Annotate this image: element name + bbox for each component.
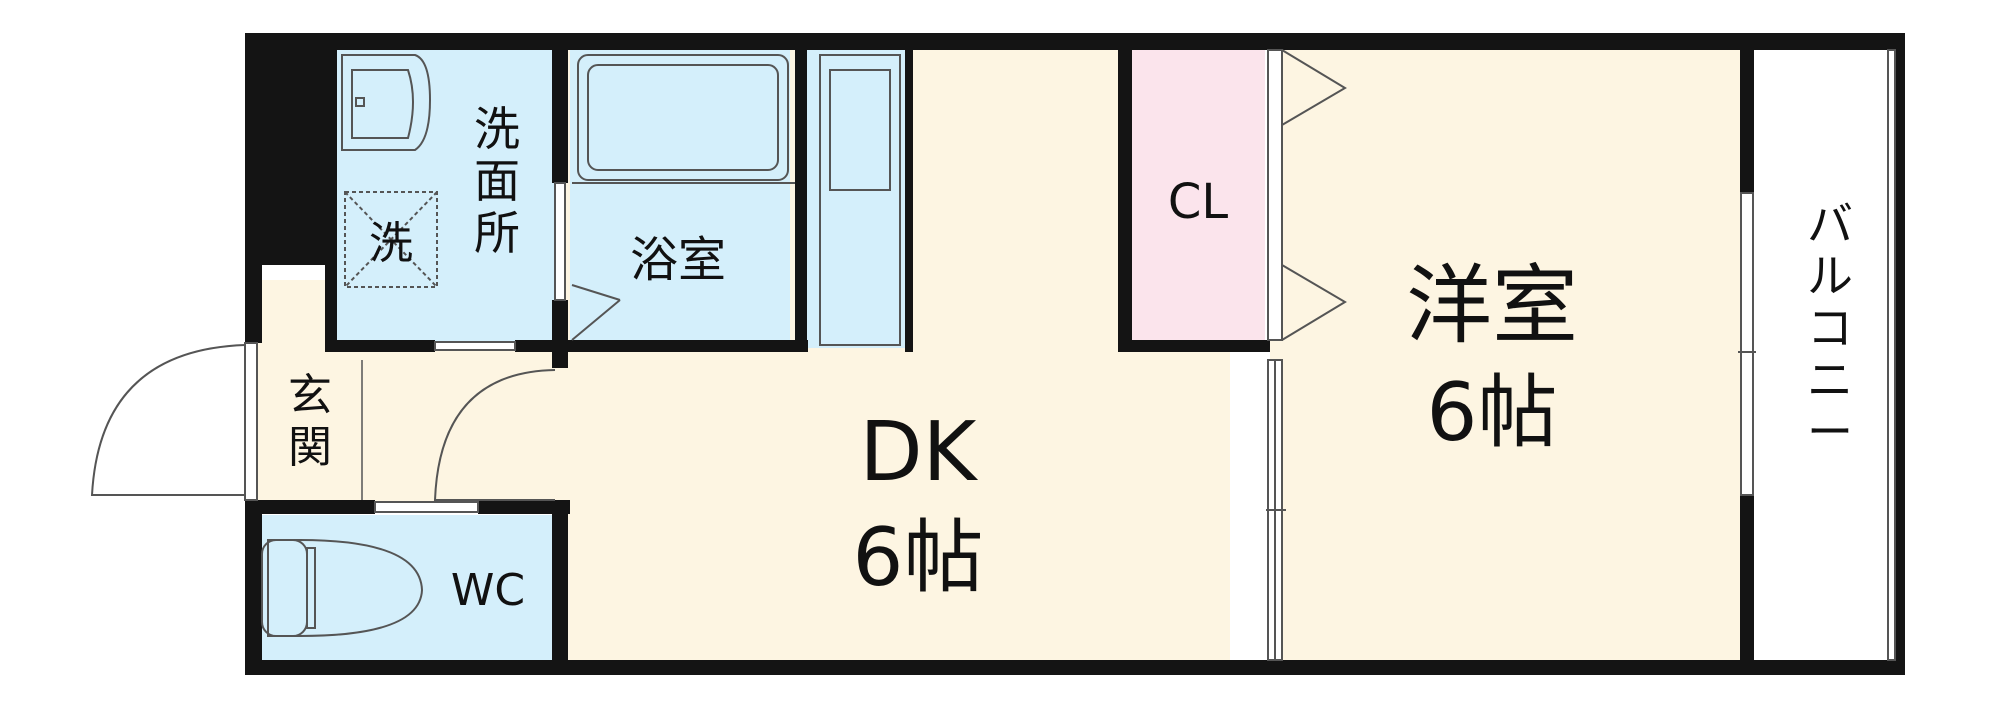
toilet-label: WC [451,565,525,616]
washroom-right-wall-low [552,300,568,352]
western-floor [1270,50,1748,660]
cabinet-right-wall [905,33,913,352]
closet-label: CL [1168,174,1229,230]
bath-door [571,284,621,341]
entrance-frame [244,342,258,501]
western-right-wall [1740,33,1754,193]
washer-label: 洗 [369,218,413,269]
washroom-right-wall [552,33,568,183]
toilet-bowl [267,539,424,637]
bath-floor [570,50,790,348]
toilet-top-wall-r [478,500,570,514]
left-wall-strip [245,33,262,343]
western-right-wall-low [1740,495,1754,675]
labels: 洗面所 洗 浴室 玄関 WC DK 6帖 CL 洋室 6帖 バルコニー [288,102,1853,616]
closet-left-wall [1118,33,1132,351]
closet-door-upper [1281,49,1347,126]
hall-door-swing [433,369,556,501]
closet-door-lower [1281,264,1347,341]
bathtub [577,54,789,181]
washroom-floor [335,50,555,348]
left-wall-lower [245,500,262,675]
entrance-door-swing [90,344,246,496]
kitchen-unit [819,54,901,346]
closet-floor [1130,50,1265,340]
balcony-floor [1760,50,1900,660]
walls [245,33,1905,675]
sliding-partition [1266,49,1286,661]
toilet-right-wall [552,500,568,675]
washroom-left-wall [325,33,337,348]
washroom-bottom-wall [325,340,435,352]
dk-label: DK [860,405,979,500]
sink [341,54,432,151]
washroom-label-1: 洗面所 [474,102,520,260]
bath-label: 浴室 [630,232,726,288]
closet-bottom-wall [1118,340,1270,352]
balcony-right-wall [1895,33,1905,675]
toilet-sill [374,501,479,513]
balcony-label: バルコニー [1807,197,1853,459]
balcony-rail [1887,49,1896,661]
bottom-wall [245,660,1905,675]
windows [244,49,1896,661]
washroom-sill [434,341,516,351]
entrance-label-1: 玄関 [288,370,332,473]
bath-right-wall [795,33,807,352]
washroom-bottom-wall-r [515,340,568,352]
western-size: 6帖 [1427,366,1558,459]
washer-pan [344,191,438,288]
western-label: 洋室 [1406,256,1578,356]
hall-right-wall [552,350,568,368]
balcony-window [1740,192,1754,496]
fixtures [90,49,1347,637]
toilet-top-wall [245,500,375,514]
top-wall [245,33,1905,50]
washroom-door-frame [554,182,566,301]
bath-bottom-wall [568,340,808,352]
dk-size: 6帖 [853,511,984,604]
cabinet-floor [805,50,905,348]
